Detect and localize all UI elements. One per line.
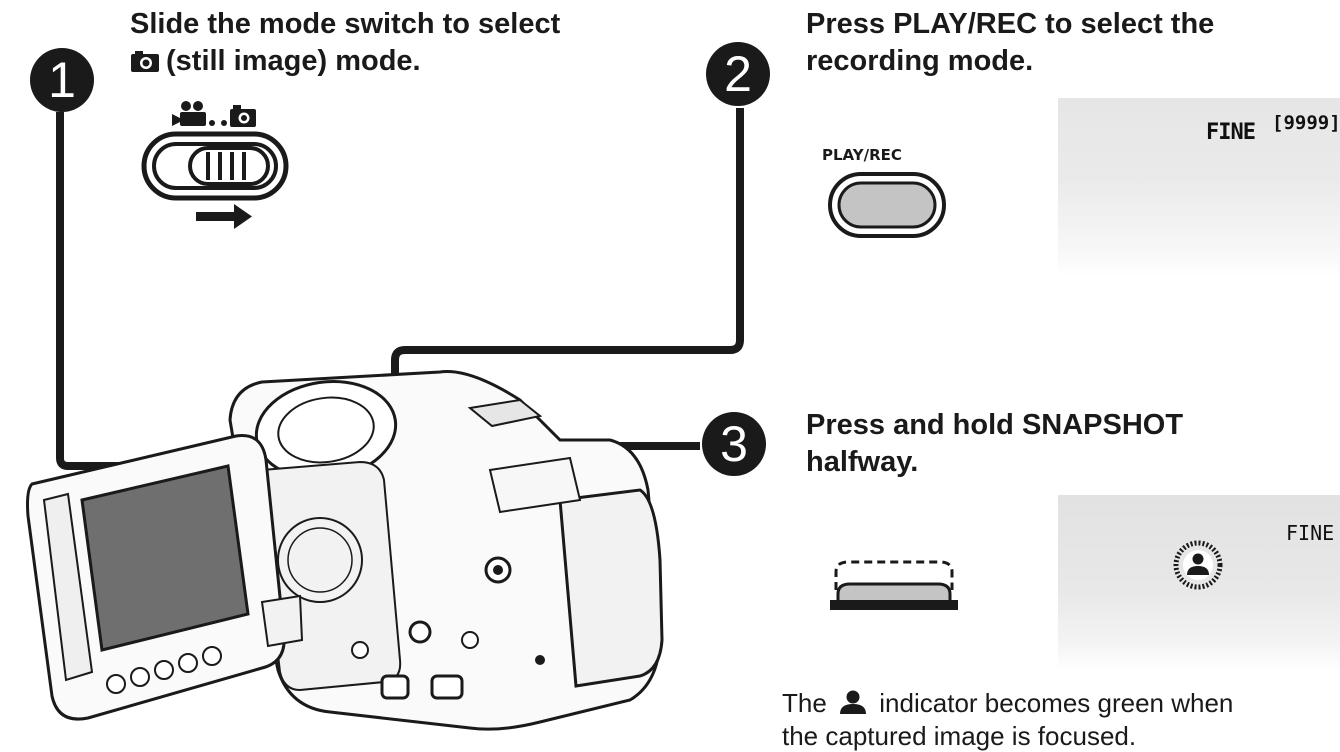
step-1-badge: 1 [30,48,94,112]
play-rec-label: PLAY/REC [822,146,902,164]
step-3-badge: 3 [702,412,766,476]
arrow-right-icon [196,204,252,229]
step-1-line-2-wrap: (still image) mode. [130,43,560,80]
play-rec-button[interactable] [826,170,952,242]
focus-indicator [1173,540,1223,590]
still-camera-icon [131,51,159,72]
note-before: The [782,688,827,718]
step-2-line-1: Press PLAY/REC to select the [806,8,1215,40]
connector-line-2 [391,108,744,680]
quality-indicator-2: FINE [1286,521,1335,545]
lcd-monitor [80,464,250,652]
movie-camera-icon [172,101,215,126]
step-1-line-1: Slide the mode switch to select [130,8,561,40]
person-icon [840,690,867,714]
step-3-line-2: halfway. [806,446,919,478]
quality-indicator: FINE [1206,120,1256,145]
snapshot-button[interactable] [826,554,964,616]
step-2-line-2: recording mode. [806,45,1034,77]
focus-note: The indicator becomes green when [782,687,1233,719]
step-2-badge: 2 [706,42,770,106]
mode-switch[interactable] [138,100,298,232]
note-after: indicator becomes green when [879,688,1234,718]
lcd-screen-focusing: FINE [1058,495,1340,670]
still-camera-icon [221,105,256,127]
step-3-line-1: Press and hold SNAPSHOT [806,409,1184,441]
remaining-shots-count: [9999] [1272,112,1340,134]
step-3-heading: Press and hold SNAPSHOT halfway. [806,407,1183,481]
step-1-heading: Slide the mode switch to select (still i… [130,6,560,80]
step-2-heading: Press PLAY/REC to select the recording m… [806,6,1214,80]
person-icon [1187,553,1209,575]
step-1-line-2: (still image) mode. [166,45,421,77]
lcd-screen-recording-mode: FINE [9999] [1058,98,1340,276]
